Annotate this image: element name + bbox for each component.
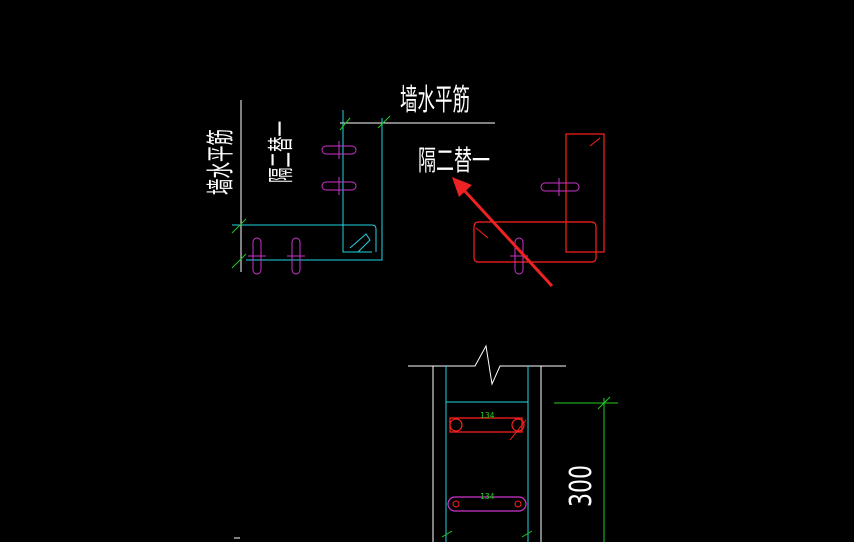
tag-upper: 134 xyxy=(480,411,495,420)
tag-lower: 134 xyxy=(480,492,495,501)
tick-mark xyxy=(231,218,247,234)
label-top-horizontal-bar: 墙水平筋 xyxy=(400,83,470,118)
tick-mark xyxy=(339,117,351,131)
tick-mark xyxy=(521,530,533,538)
tie-horizontal-upper xyxy=(321,141,357,159)
label-left-vertical-bar: 墙水平筋 xyxy=(204,129,237,195)
red-hook xyxy=(475,227,489,239)
wall-bar-vertical-inner xyxy=(246,118,383,261)
tick-mark xyxy=(377,115,391,129)
break-line xyxy=(408,344,566,386)
red-vertical-bar xyxy=(565,133,605,253)
tie-vertical-right xyxy=(287,237,305,275)
corner-detail-right xyxy=(473,133,605,275)
red-horizontal-bar xyxy=(473,221,597,263)
label-left-spacing: 隔二替一 xyxy=(267,121,297,183)
corner-detail-left: 墙水平筋 隔二替一 墙水平筋 隔二替一 xyxy=(204,83,495,275)
wall-bar-vertical-outer xyxy=(342,110,372,253)
tie-horizontal-right-detail xyxy=(540,178,580,196)
label-top-spacing: 隔二替一 xyxy=(418,144,490,177)
tick-mark xyxy=(441,530,453,538)
tie-vertical-left xyxy=(248,237,266,275)
annotation-arrow xyxy=(452,177,554,288)
tick-mark xyxy=(231,253,247,269)
tie-lower-magenta xyxy=(447,496,527,512)
red-hook xyxy=(589,137,601,147)
dimension-value: 300 xyxy=(564,465,599,507)
tie-upper-red xyxy=(449,417,527,441)
tie-horizontal-lower xyxy=(321,177,357,195)
wall-bar-horizontal xyxy=(232,224,377,252)
wall-bar-hook xyxy=(349,233,371,253)
column-section-detail: 134 134 300 xyxy=(408,344,618,542)
dimension-tick xyxy=(597,396,611,410)
